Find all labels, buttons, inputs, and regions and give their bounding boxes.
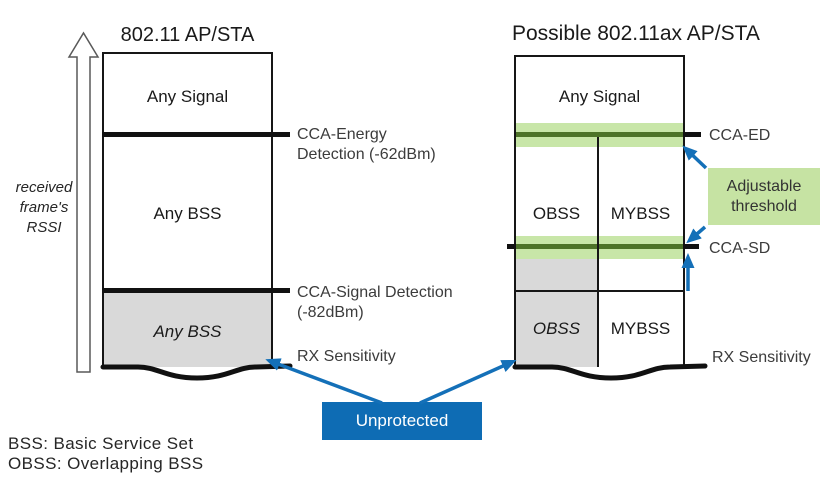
left-any-bss-unprotected-label: Any BSS (153, 322, 222, 341)
right-rx-sensitivity-label: RX Sensitivity (712, 349, 811, 366)
right-cca-sd-line (516, 244, 683, 249)
cca-energy-detection-label: CCA-Energy Detection (-62dBm) (297, 126, 436, 163)
left-cca-sd-line (102, 288, 290, 293)
obss-mid-label: OBSS (532, 204, 581, 223)
unprotected-arrow-left (265, 358, 383, 405)
right-any-signal-label: Any Signal (558, 87, 641, 106)
mybss-low-label: MYBSS (610, 319, 671, 338)
legacy-sd-level-line (516, 290, 683, 292)
legend: BSS: Basic Service Set OBSS: Overlapping… (8, 434, 204, 474)
cca-sd-tick-right (683, 244, 699, 249)
cca-sd-label: CCA-SD (709, 240, 771, 257)
rssi-axis-label: received frame's RSSI (15, 179, 73, 236)
cca-ed-label: CCA-ED (709, 127, 771, 144)
obss-unprotected-label: OBSS (532, 319, 581, 338)
cca-ed-tick (683, 132, 701, 137)
right-diagram-title: Possible 802.11ax AP/STA (512, 22, 760, 45)
adjustable-threshold-callout: Adjustable threshold (708, 168, 820, 225)
left-box-gray-region (104, 291, 271, 367)
unprotected-callout: Unprotected (322, 402, 482, 440)
left-any-signal-label: Any Signal (146, 87, 229, 106)
unprotected-arrow-right (419, 359, 517, 405)
right-box-frame (514, 55, 685, 368)
left-rx-sensitivity-label: RX Sensitivity (297, 348, 396, 365)
left-cca-ed-line (102, 132, 290, 137)
right-cca-ed-line (516, 132, 683, 137)
cca-signal-detection-label: CCA-Signal Detection (-82dBm) (297, 284, 453, 321)
right-box-gray-obss-region (516, 258, 598, 367)
adjustable-arrow-to-cca-ed (682, 145, 708, 170)
legend-obss: OBSS: Overlapping BSS (8, 454, 204, 473)
left-box-frame (102, 52, 273, 368)
legend-bss: BSS: Basic Service Set (8, 434, 194, 453)
left-any-bss-label: Any BSS (153, 204, 222, 223)
left-diagram-title: 802.11 AP/STA (120, 24, 255, 46)
obss-mybss-divider (597, 137, 599, 367)
adjustable-arrow-to-cca-sd (686, 225, 707, 244)
mybss-mid-label: MYBSS (610, 204, 671, 223)
cca-sd-tick-left (507, 244, 516, 249)
